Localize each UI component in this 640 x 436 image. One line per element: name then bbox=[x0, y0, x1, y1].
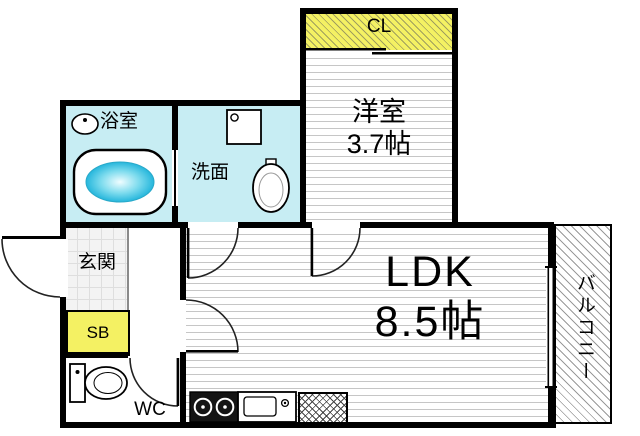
balcony-label: バルコニー bbox=[573, 273, 595, 383]
bathroom-label: 浴室 bbox=[99, 111, 138, 132]
room-entrance bbox=[66, 228, 128, 310]
room-closet bbox=[306, 14, 452, 50]
western-room-size: 3.7帖 bbox=[346, 129, 412, 159]
bath-door-icon bbox=[174, 150, 176, 206]
room-ldk bbox=[186, 228, 548, 422]
ldk-size: 8.5帖 bbox=[374, 298, 486, 346]
entrance-door-arc bbox=[1, 238, 61, 298]
toilet-icon bbox=[69, 363, 128, 403]
western-room-label: 洋室 bbox=[352, 97, 406, 127]
entrance-label: 玄関 bbox=[77, 252, 116, 273]
shoe-box: SB bbox=[66, 310, 130, 356]
wc-label: WC bbox=[134, 399, 166, 420]
refrigerator-space-icon bbox=[298, 392, 348, 426]
room-western bbox=[306, 52, 452, 222]
shoe-box-label: SB bbox=[86, 323, 110, 342]
closet-label: CL bbox=[366, 16, 392, 37]
ldk-label: LDK bbox=[385, 248, 475, 296]
washroom-label: 洗面 bbox=[190, 162, 229, 183]
